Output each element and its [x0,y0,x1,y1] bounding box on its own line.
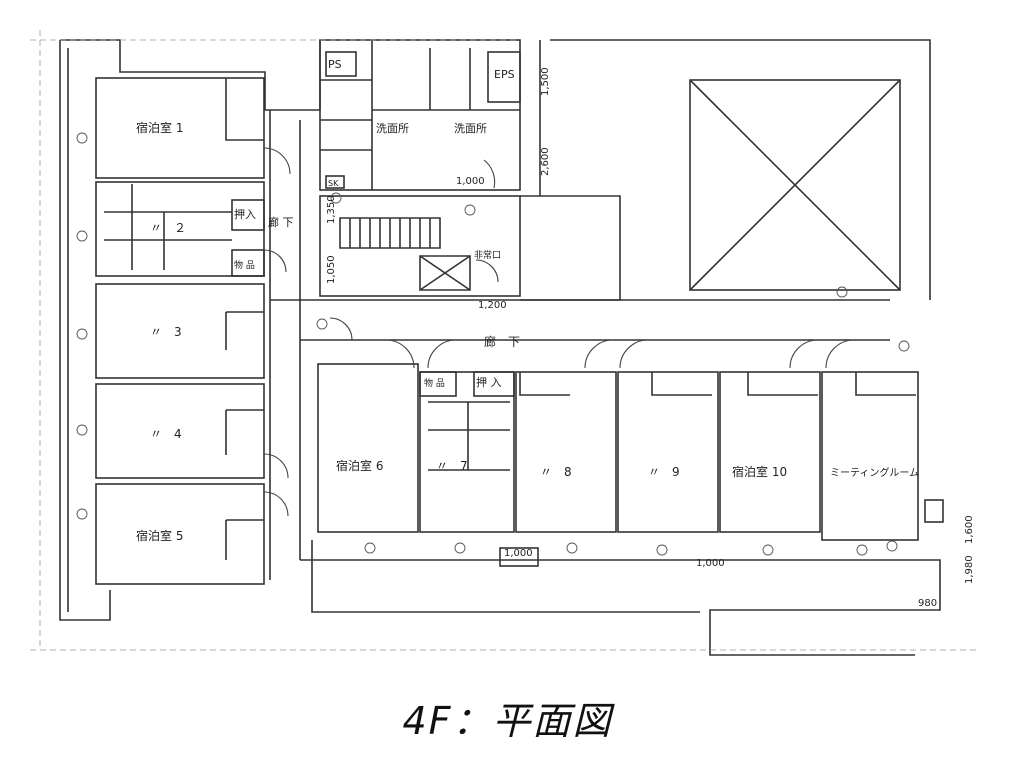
dimension-labels: 1,500 2,600 1,000 1,200 1,350 1,050 1,00… [326,67,975,609]
ps-label: PS [328,58,342,71]
eps-label: EPS [494,68,515,81]
dim-1000-lower-left: 1,000 [504,548,533,559]
walls [59,39,944,656]
room-1-label: 宿泊室 1 [136,120,183,135]
meeting-room-label: ミーティングルーム [830,466,919,479]
room-9-label: 〃 9 [648,465,680,479]
dim-1200: 1,200 [478,300,507,311]
closet-upper-label: 押入 [234,207,256,221]
grid-lines [30,30,980,651]
room-6-label: 宿泊室 6 [336,458,383,473]
dim-1050: 1,050 [326,255,337,284]
room-5-label: 宿泊室 5 [136,528,183,543]
washroom-right-label: 洗面所 [454,122,487,135]
dim-2600: 2,600 [540,147,551,176]
room-10-label: 宿泊室 10 [732,464,787,479]
floor-plan: 宿泊室 1 〃 ２ 〃 3 〃 4 宿泊室 5 宿泊室 6 〃 7 〃 8 〃 … [30,30,980,656]
room-3-label: 〃 3 [150,325,182,339]
room-7-label: 〃 7 [436,459,468,473]
sk-label: SK [328,179,339,188]
dim-1350: 1,350 [326,195,337,224]
plan-caption: 4F：平面図 [402,699,613,743]
dim-1980: 1,980 [964,555,975,584]
washroom-left-label: 洗面所 [376,122,409,135]
room-labels: 宿泊室 1 〃 ２ 〃 3 〃 4 宿泊室 5 宿泊室 6 〃 7 〃 8 〃 … [136,58,919,543]
room-4-label: 〃 4 [150,427,182,441]
closet-lower-label: 押 入 [476,375,502,389]
markers [76,132,910,556]
dim-1000-upper: 1,000 [456,176,485,187]
emergency-exit-label: 非常口 [474,249,501,261]
storage-upper-label: 物 品 [234,259,255,271]
room-2-label: 〃 ２ [150,221,186,235]
storage-lower-label: 物 品 [424,377,445,389]
door-swings [263,147,855,517]
corridor-label: 廊 下 [484,334,520,349]
dim-1600: 1,600 [964,515,975,544]
dim-1000-lower-right: 1,000 [696,558,725,569]
dim-1500: 1,500 [540,67,551,96]
room-8-label: 〃 8 [540,465,572,479]
corridor-upper-label: 廊 下 [268,215,294,229]
dim-980: 980 [918,598,937,609]
